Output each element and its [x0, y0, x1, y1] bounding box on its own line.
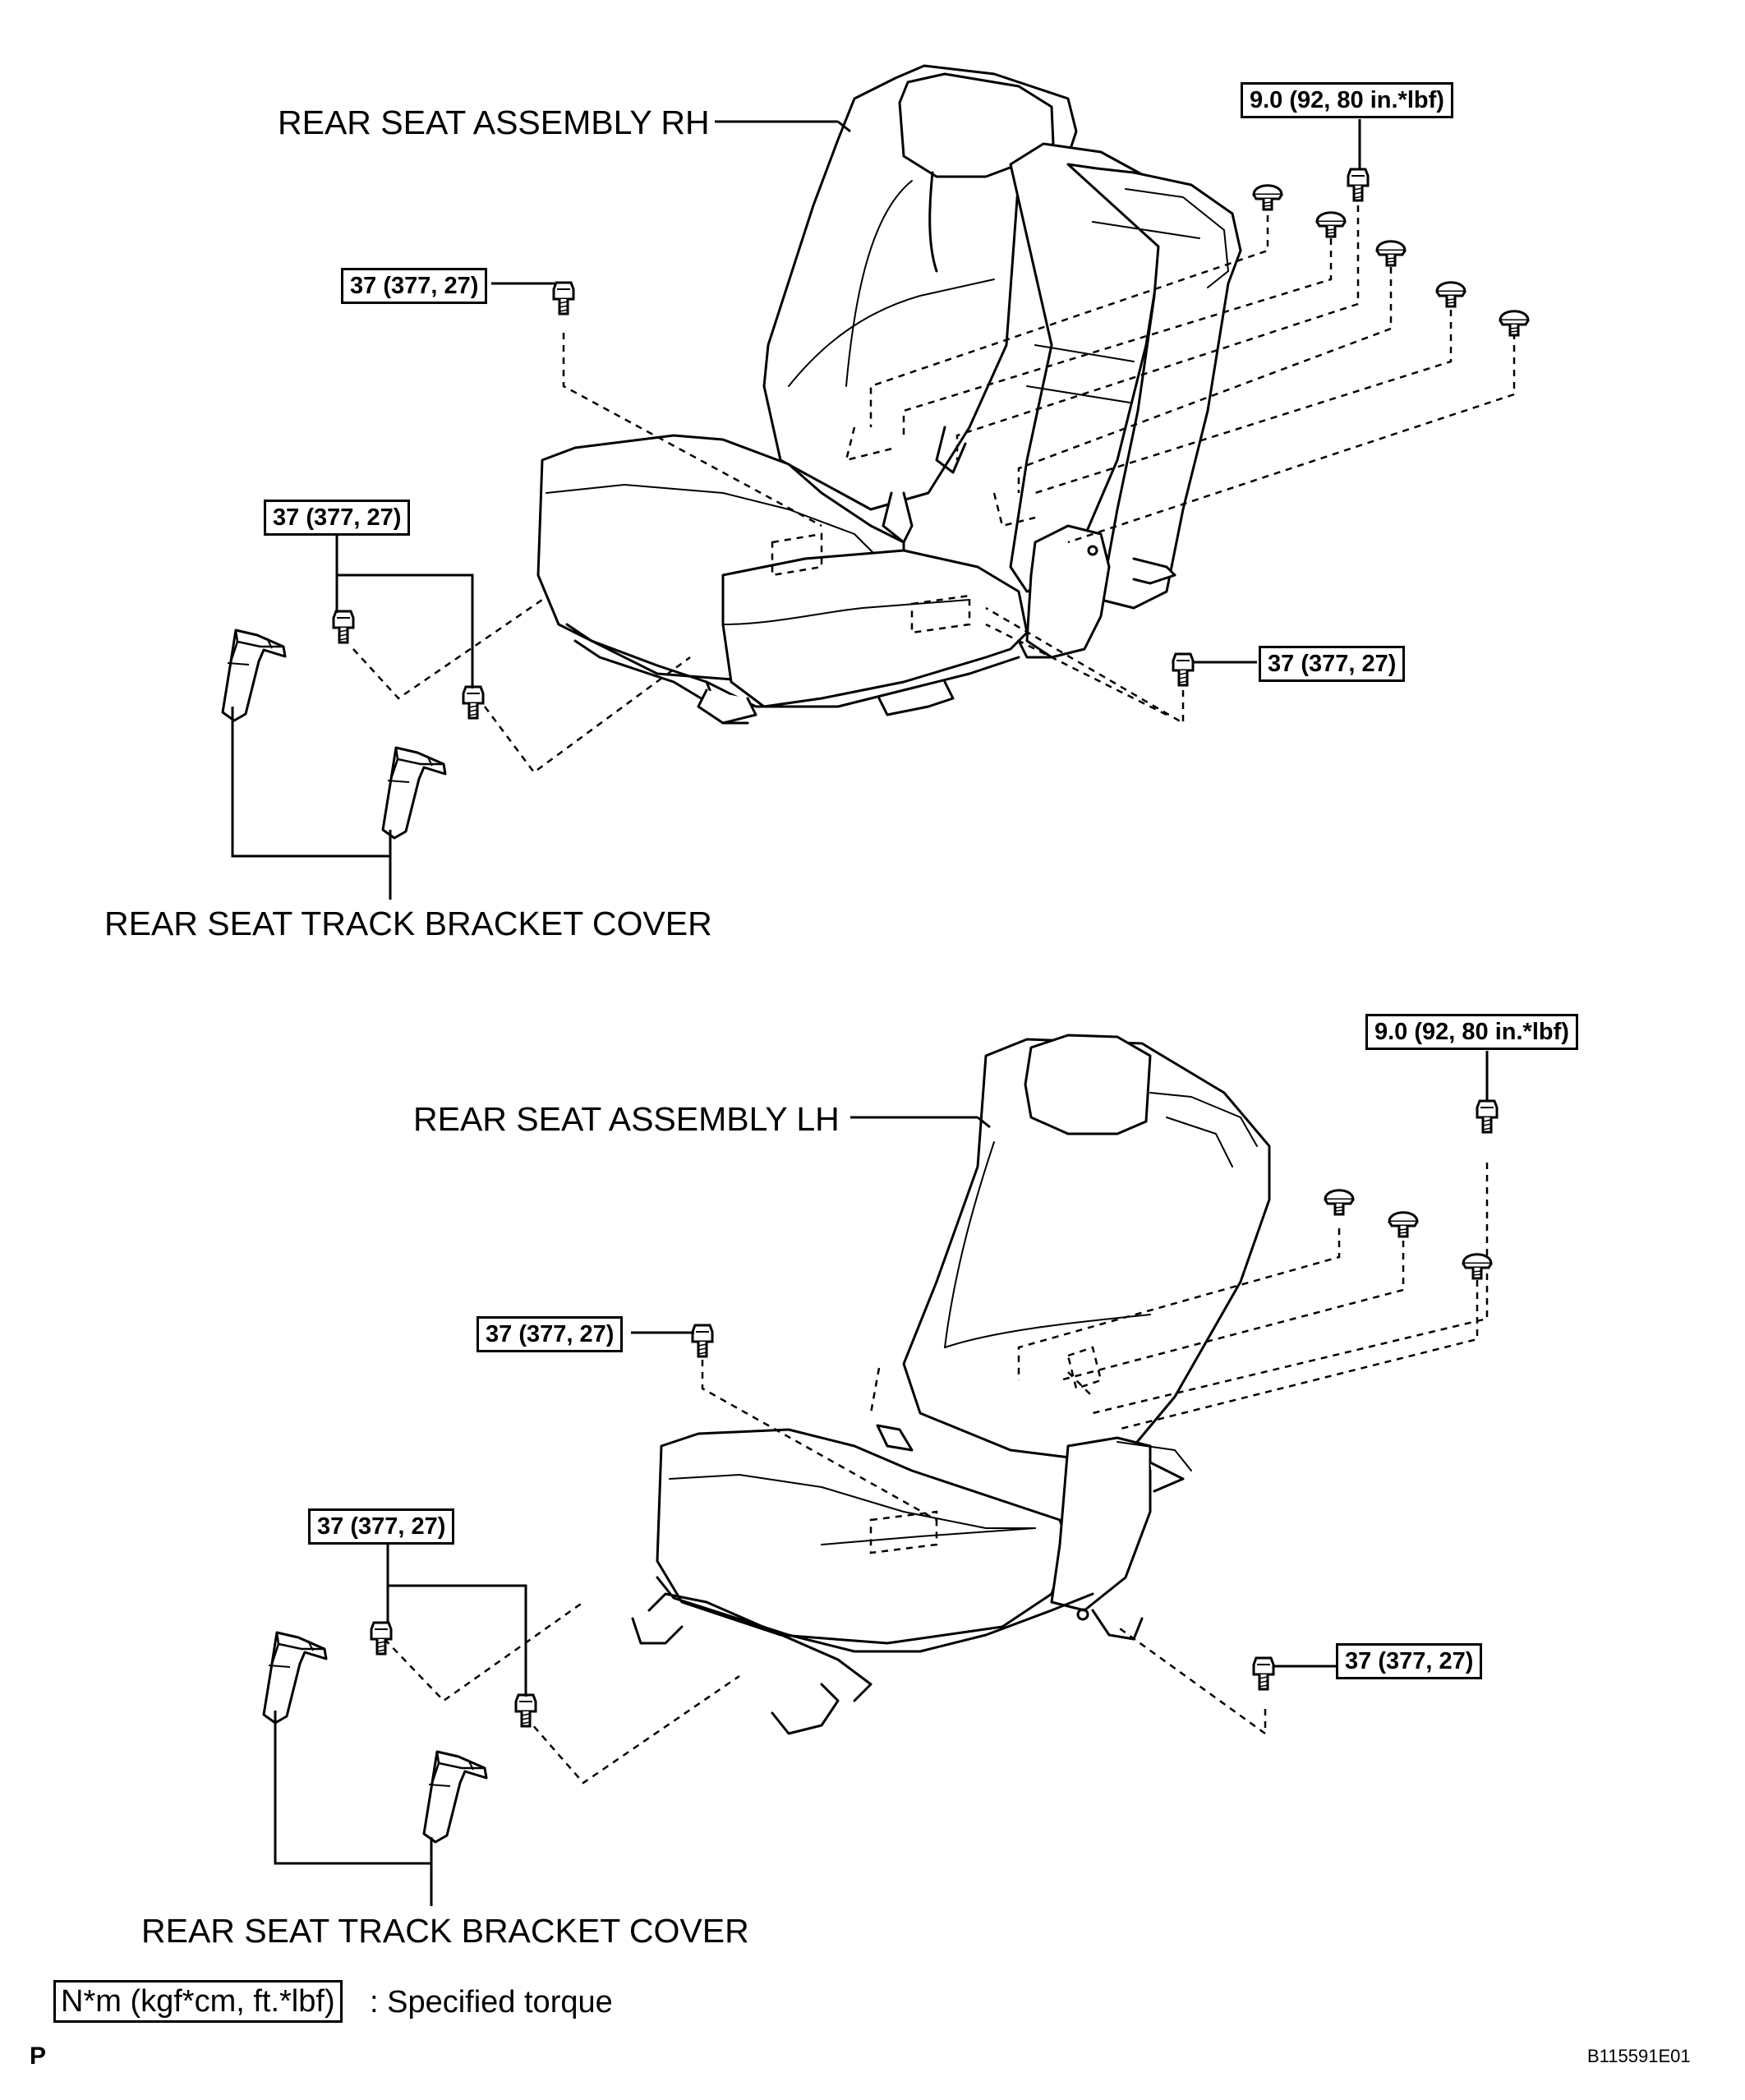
lh-top-bolt-icon — [1476, 1099, 1499, 1134]
lh-torque-top: 9.0 (92, 80 in.*lbf) — [1365, 1014, 1578, 1050]
rh-clip-icon — [1315, 211, 1347, 238]
torque-legend-meaning: : Specified torque — [370, 1985, 613, 2019]
rh-top-bolt-icon — [1347, 168, 1370, 202]
lh-cover-bolt-icon — [370, 1621, 393, 1656]
rh-clip-icon — [1375, 240, 1407, 267]
rh-cover-bolt-icon — [462, 685, 485, 720]
rh-torque-top: 9.0 (92, 80 in.*lbf) — [1241, 82, 1453, 118]
lh-torque-seat-bolt: 37 (377, 27) — [477, 1316, 624, 1352]
lh-dashed-guides — [384, 1163, 1489, 1785]
rear-seat-lh-drawing — [631, 1034, 1271, 1735]
lh-cover-bolt-icon — [514, 1693, 537, 1728]
rh-cover-label: REAR SEAT TRACK BRACKET COVER — [104, 905, 712, 942]
rh-cover-bolt-icon — [332, 610, 355, 644]
lh-torque-rear-bolt: 37 (377, 27) — [1336, 1643, 1483, 1679]
lh-assembly-label: REAR SEAT ASSEMBLY LH — [413, 1100, 840, 1138]
rh-torque-rear-bolt: 37 (377, 27) — [1259, 646, 1406, 682]
rh-torque-seat-bolt: 37 (377, 27) — [341, 268, 488, 304]
lh-clip-icon — [1388, 1211, 1419, 1238]
rh-bracket-cover-icon — [381, 746, 447, 840]
torque-unit-legend-box: N*m (kgf*cm, ft.*lbf) — [53, 1980, 343, 2023]
lh-bracket-cover-icon — [262, 1631, 328, 1725]
rh-clip-icon — [1252, 184, 1283, 211]
lh-leader-lines — [274, 1051, 1489, 1906]
lh-cover-label: REAR SEAT TRACK BRACKET COVER — [141, 1912, 749, 1950]
lh-bracket-cover-icon — [422, 1750, 488, 1844]
page-mark: P — [30, 2042, 47, 2070]
rh-clip-icon — [1499, 310, 1530, 337]
rh-dashed-guides — [352, 193, 1516, 774]
rh-clip-icon — [1435, 281, 1466, 308]
lh-seat-bolt-icon — [691, 1324, 714, 1358]
rh-rear-bolt-icon — [1172, 652, 1195, 687]
figure-code: B115591E01 — [1587, 2046, 1691, 2066]
rh-assembly-label: REAR SEAT ASSEMBLY RH — [278, 104, 710, 141]
rh-seat-bolt-icon — [552, 281, 575, 315]
lh-clip-icon — [1324, 1189, 1355, 1216]
lh-rear-bolt-icon — [1252, 1656, 1275, 1691]
rh-leader-lines — [231, 119, 1361, 900]
rh-torque-cover-bolts: 37 (377, 27) — [264, 500, 411, 536]
rear-seat-rh-drawing — [536, 64, 1242, 725]
lh-torque-cover-bolts: 37 (377, 27) — [308, 1508, 455, 1545]
